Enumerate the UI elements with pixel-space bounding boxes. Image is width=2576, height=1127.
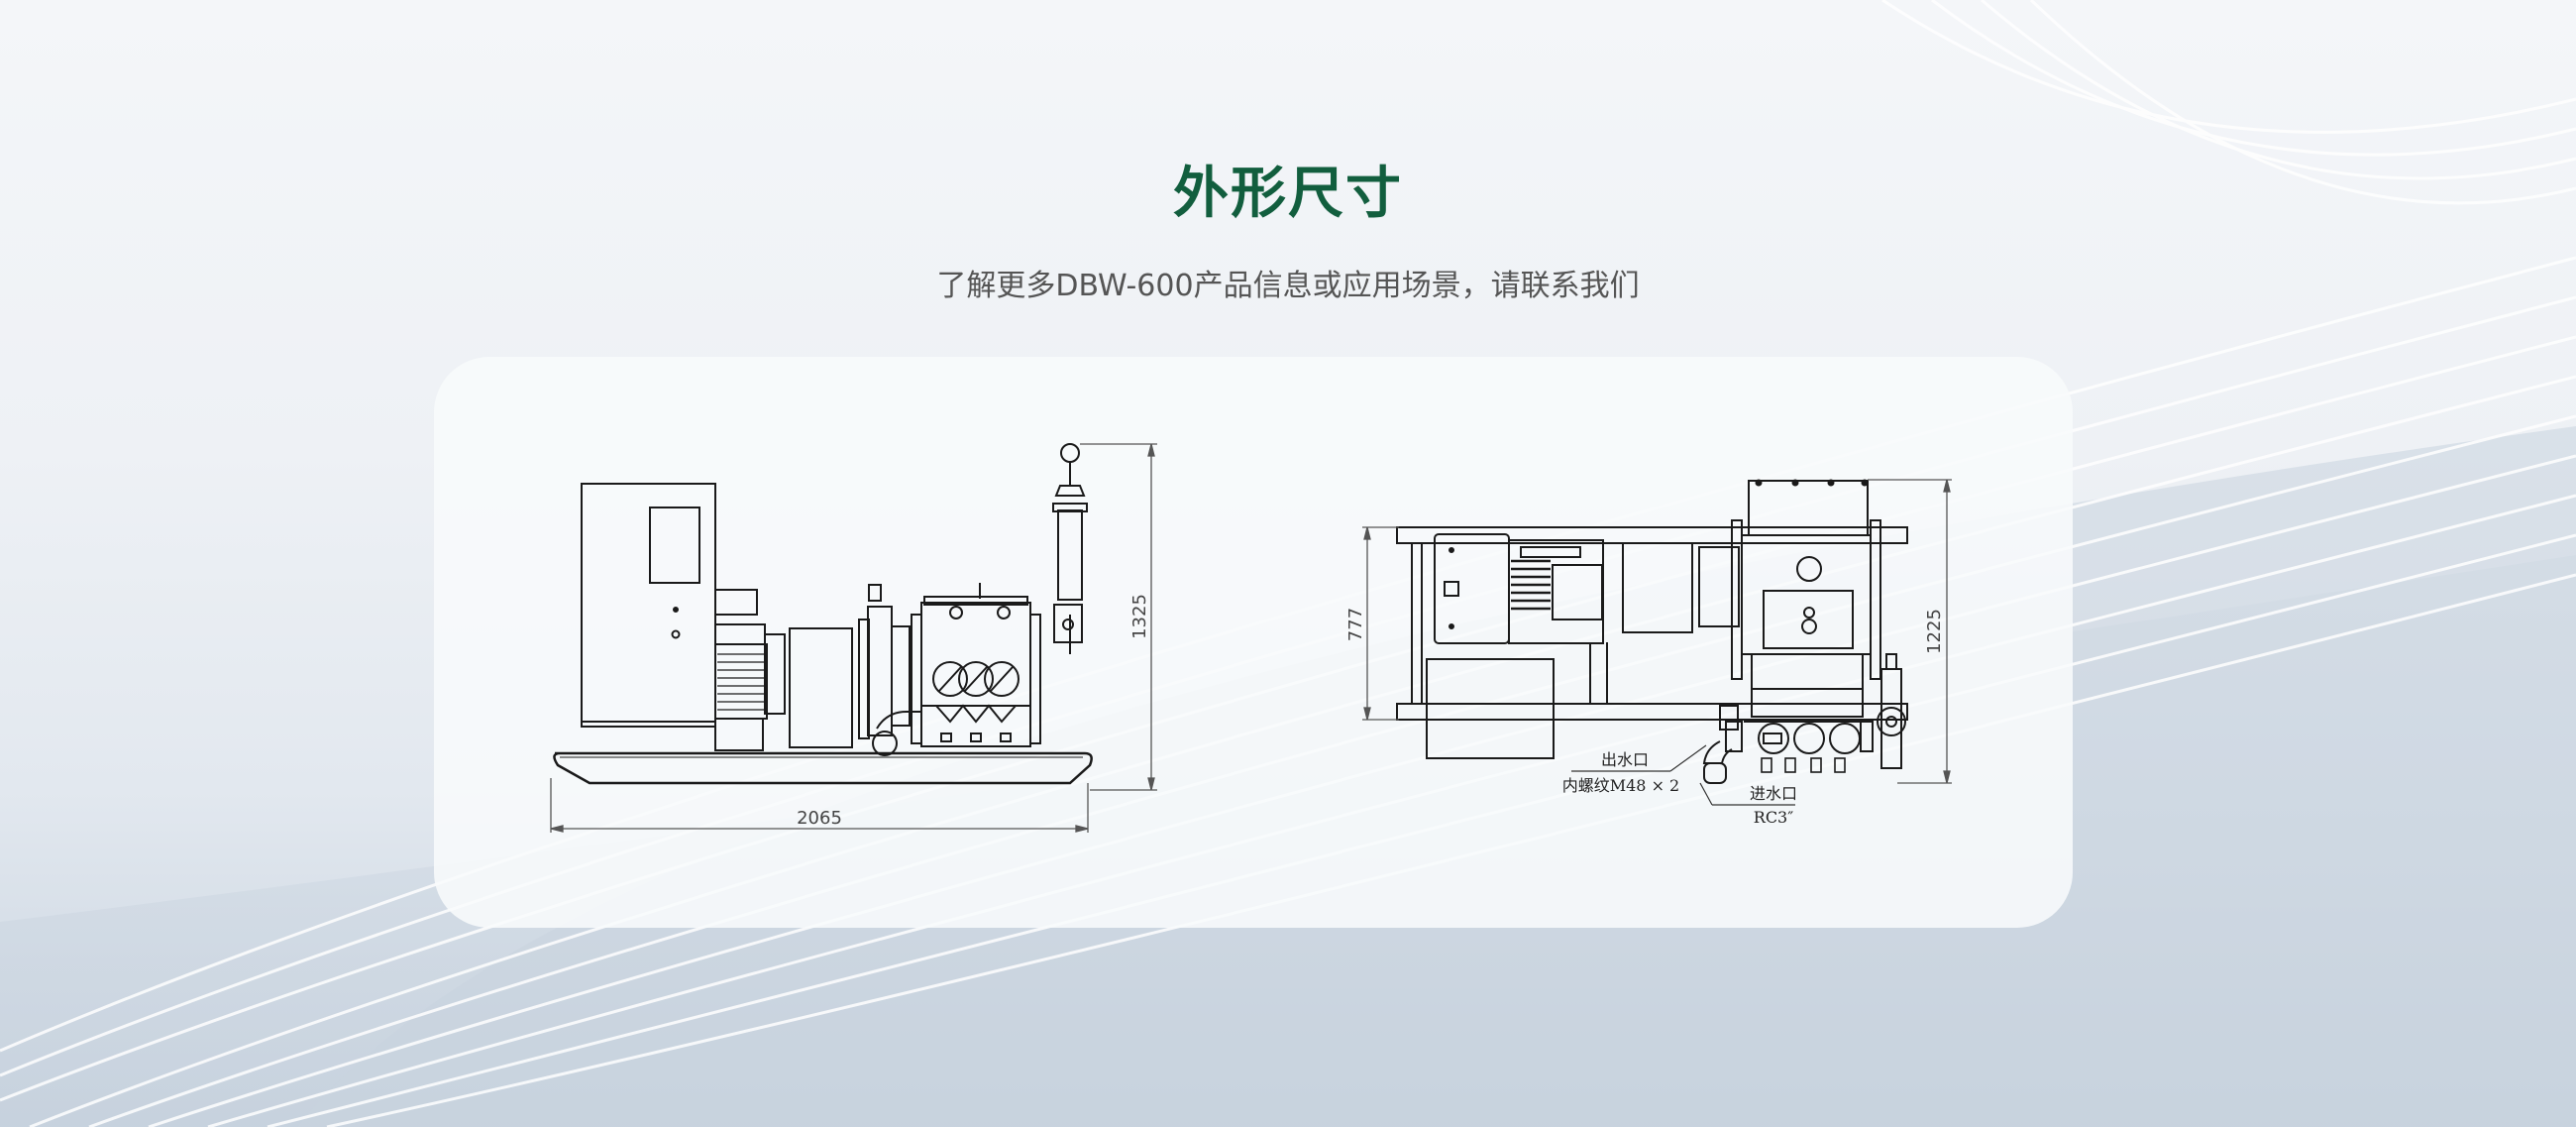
outlet-label: 出水口: [1601, 750, 1649, 769]
width-dimension-label: 2065: [797, 808, 842, 829]
inlet-spec: RC3″: [1754, 808, 1793, 827]
inlet-label: 进水口: [1750, 784, 1797, 803]
side-view-dimensions: [550, 443, 1157, 833]
top-height-dimension-label: 1225: [1924, 609, 1945, 654]
drawing-card: [434, 357, 2073, 928]
side-view-drawing: [553, 443, 1093, 785]
page-title: 外形尺寸: [1173, 162, 1403, 226]
top-view-drawing: [1396, 479, 1908, 784]
height-dimension-label: 1325: [1129, 594, 1150, 639]
depth-dimension-label: 777: [1345, 608, 1366, 641]
top-view-dimensions: [1362, 479, 1952, 784]
page-header: 外形尺寸 了解更多DBW-600产品信息或应用场景，请联系我们: [0, 149, 2576, 304]
page-subtitle: 了解更多DBW-600产品信息或应用场景，请联系我们: [936, 269, 1640, 303]
callout-leaders: [1571, 744, 1795, 806]
outlet-spec: 内螺纹M48 × 2: [1562, 776, 1680, 795]
